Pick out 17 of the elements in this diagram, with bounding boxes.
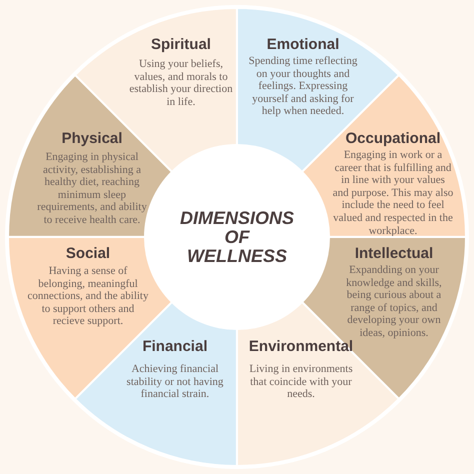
segment-description: Using your beliefs, values, and morals to establish your direction in life. — [128, 58, 234, 108]
segment-description: Achieving financial stability or not having financial strain. — [126, 363, 224, 401]
segment-description: Engaging in physical activity, establishing a healthy diet, reaching minimum sleep requirements, and ability to receive health care. — [36, 150, 148, 227]
segment-heading: Emotional — [266, 36, 340, 53]
segment-heading: Spiritual — [150, 36, 211, 53]
segment-heading: Financial — [142, 338, 208, 355]
wheel-title: DIMENSIONS OF WELLNESS — [178, 208, 295, 266]
segment-heading: Environmental — [248, 338, 354, 355]
segment-heading: Intellectual — [354, 245, 434, 262]
segment-heading: Social — [66, 245, 110, 262]
segment-description: Engaging in work or a career that is fulfilling and in line with your values and purpose. This may also include the need to feel valued and respected in the workplace. — [332, 148, 454, 238]
segment-heading: Physical — [62, 130, 122, 147]
segment-heading: Occupational — [345, 130, 441, 147]
segment-description: Having a sense of belonging, meaningful connections, and the ability to support others and recieve support. — [26, 265, 150, 328]
segment-description: Living in environments that coincide with your needs. — [248, 363, 354, 401]
segment-description: Expandding on your knowledge and skills, being curious about a range of topics, and developing your own ideas, opinions. — [345, 264, 443, 340]
segment-description: Spending time reflecting on your thoughts and feelings. Expressing yourself and asking for help when needed. — [248, 55, 358, 118]
